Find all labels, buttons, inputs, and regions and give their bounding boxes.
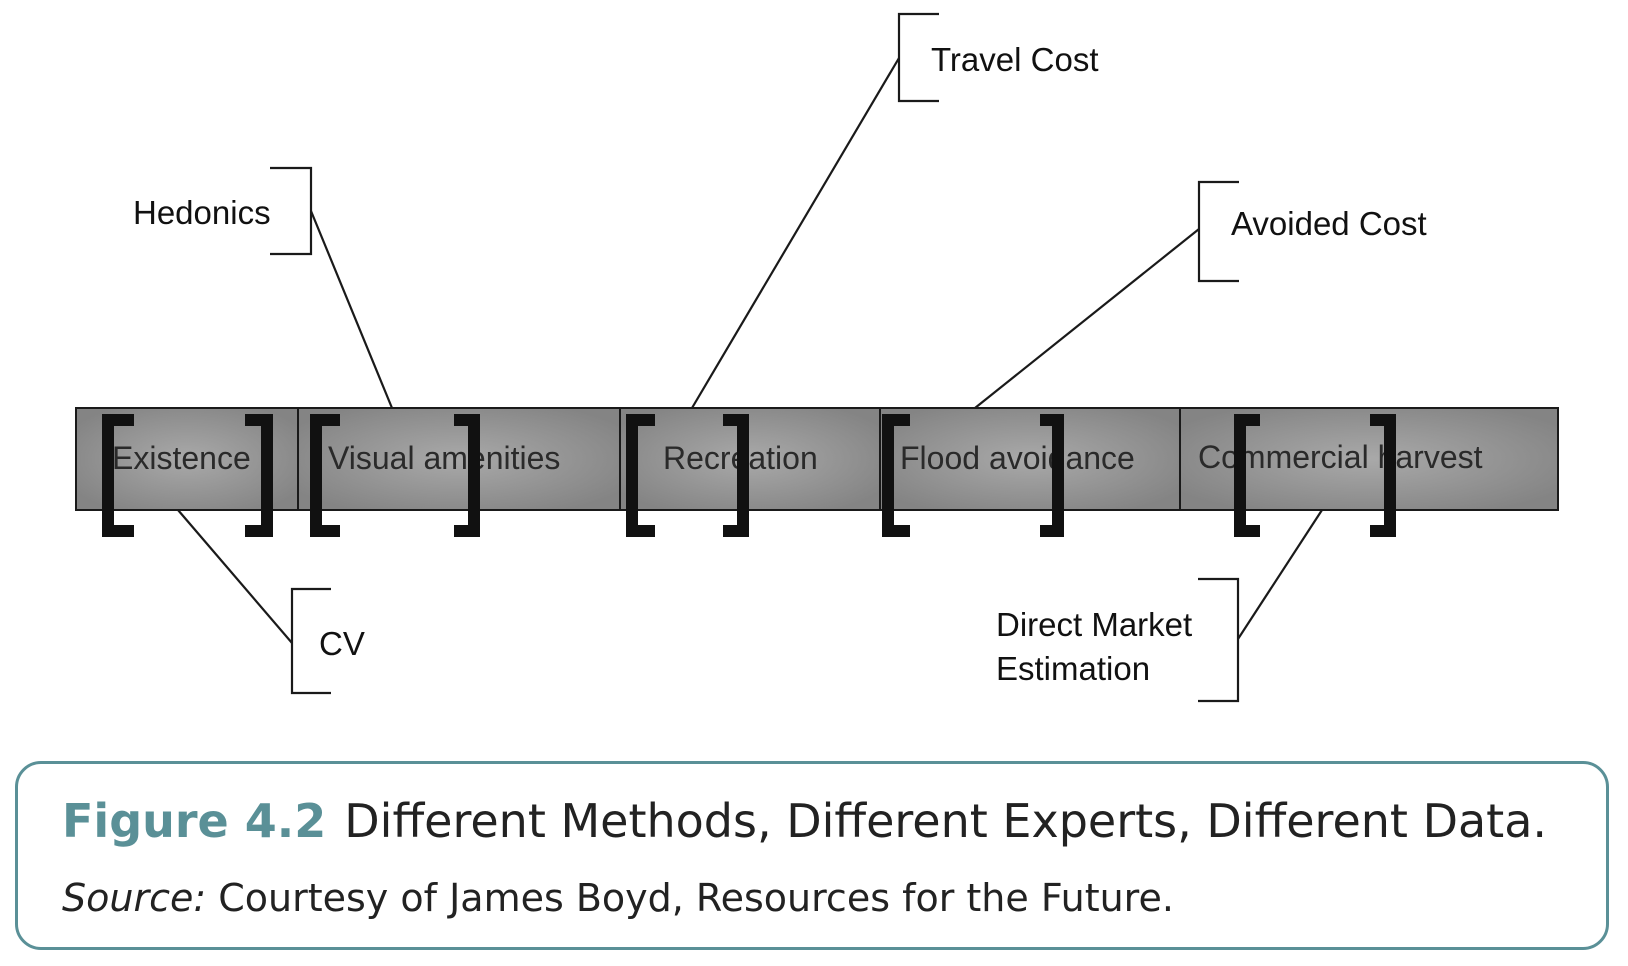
source-label: Source: xyxy=(62,876,207,920)
cv-bracket xyxy=(290,587,331,695)
figure-caption-box: Figure 4.2 Different Methods, Different E… xyxy=(15,761,1609,950)
method-label-hedonics: Hedonics xyxy=(133,194,271,231)
open-bracket-commercial xyxy=(1234,414,1260,537)
open-bracket-recreation xyxy=(626,414,655,537)
hedonics-connector xyxy=(309,210,394,409)
method-label-avoided-cost: Avoided Cost xyxy=(1231,205,1427,242)
source-text: Courtesy of James Boyd, Resources for th… xyxy=(206,876,1174,920)
close-bracket-flood xyxy=(1040,414,1064,537)
direct-market-bracket xyxy=(1198,577,1240,703)
method-label-direct-market-line2: Estimation xyxy=(996,650,1150,687)
method-label-travel-cost: Travel Cost xyxy=(931,41,1098,78)
avoided-cost-connector xyxy=(974,228,1200,409)
segment-label-flood-avoidance: Flood avoidance xyxy=(900,440,1135,476)
figure-caption-title: Figure 4.2 Different Methods, Different E… xyxy=(62,794,1547,848)
figure-title: Different Methods, Different Experts, Di… xyxy=(344,794,1548,848)
bar-segment-flood-avoidance xyxy=(879,407,1181,511)
method-label-cv: CV xyxy=(319,625,365,662)
avoided-cost-bracket xyxy=(1197,180,1239,283)
open-bracket-flood xyxy=(882,414,910,537)
travel-cost-bracket xyxy=(897,12,939,103)
travel-cost-connector xyxy=(691,57,900,409)
cv-connector xyxy=(177,509,293,644)
close-bracket-recreation xyxy=(723,414,749,537)
segment-label-existence: Existence xyxy=(112,440,251,476)
segment-label-visual-amenities: Visual amenities xyxy=(328,440,560,476)
open-bracket-existence xyxy=(102,414,134,537)
bar-brackets xyxy=(102,414,1396,537)
close-bracket-existence xyxy=(245,414,273,537)
figure-source: Source: Courtesy of James Boyd, Resource… xyxy=(62,876,1174,920)
bar-segment-recreation xyxy=(619,407,881,511)
open-bracket-visual xyxy=(310,414,340,537)
valuation-methods-diagram: Existence Visual amenities Recreation Fl… xyxy=(75,12,1559,703)
close-bracket-visual xyxy=(454,414,480,537)
close-bracket-commercial xyxy=(1370,414,1396,537)
figure-number: Figure 4.2 xyxy=(62,794,327,848)
hedonics-bracket xyxy=(270,166,313,256)
method-label-direct-market-line1: Direct Market xyxy=(996,606,1192,643)
direct-market-connector xyxy=(1237,509,1323,640)
